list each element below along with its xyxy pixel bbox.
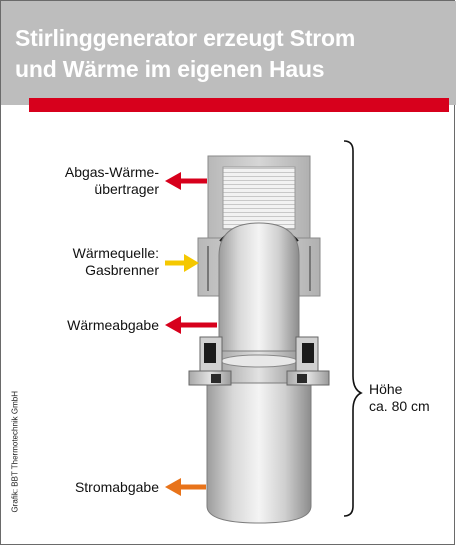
label-exhaust-heat-exchanger: Abgas-Wärme- übertrager: [35, 164, 159, 198]
label-height: Höhe ca. 80 cm: [369, 381, 430, 415]
label-power-output: Stromabgabe: [35, 479, 159, 496]
label-heat-output: Wärmeabgabe: [35, 317, 159, 334]
red-accent-bar: [29, 98, 449, 112]
label-exhaust-line-1: Abgas-Wärme-: [64, 164, 159, 180]
heat-source-arrow: [165, 254, 199, 272]
title-line-2: und Wärme im eigenen Haus: [15, 56, 325, 82]
heat-output-arrow: [165, 316, 217, 334]
figure-title: Stirlinggenerator erzeugt Strom und Wärm…: [15, 23, 445, 85]
label-power-output-text: Stromabgabe: [74, 479, 159, 495]
label-heat-source-line-1: Wärmequelle:: [72, 245, 159, 261]
label-heat-source-line-2: Gasbrenner: [85, 262, 159, 278]
label-height-line-2: ca. 80 cm: [369, 398, 430, 414]
exhaust-arrow: [165, 172, 207, 190]
label-heat-output-text: Wärmeabgabe: [67, 317, 159, 333]
label-height-line-1: Höhe: [369, 381, 403, 397]
mounting-flange: [188, 336, 330, 386]
height-bracket: [343, 140, 363, 517]
label-exhaust-line-2: übertrager: [94, 181, 159, 197]
label-heat-source: Wärmequelle: Gasbrenner: [35, 245, 159, 279]
title-banner: Stirlinggenerator erzeugt Strom und Wärm…: [1, 1, 456, 105]
generator-cylinder: [206, 222, 312, 524]
title-line-1: Stirlinggenerator erzeugt Strom: [15, 25, 356, 51]
power-output-arrow: [165, 478, 206, 496]
image-credit: Grafik: BBT Thermotechnik GmbH: [10, 390, 20, 513]
